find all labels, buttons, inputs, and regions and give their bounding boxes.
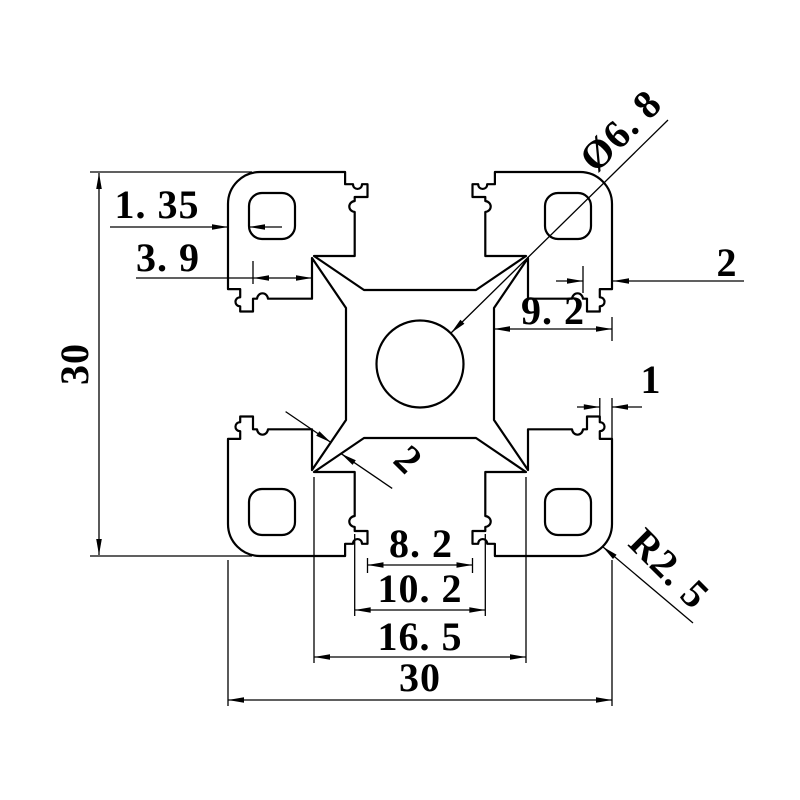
dim-label-face-step: 1 — [641, 357, 662, 402]
arrowhead-left — [612, 404, 628, 410]
leader-line — [450, 119, 669, 334]
dim-cavity-depth: 9. 2 — [494, 288, 613, 341]
extrusion-profile — [226, 170, 614, 558]
arrowhead-down — [96, 539, 102, 555]
arrowhead-left — [367, 562, 384, 568]
extension-line — [227, 560, 613, 706]
extension-line — [90, 171, 252, 557]
dim-face-step: 1 — [577, 357, 662, 441]
arrowhead-left — [249, 224, 265, 230]
dim-label-slot-opening: 8. 2 — [389, 521, 453, 566]
arrowhead-right — [212, 224, 228, 230]
arrowhead-right — [567, 278, 583, 284]
arrowhead-right — [510, 654, 526, 660]
dim-slot-mouth: 10. 2 — [354, 534, 486, 616]
dim-label-slot-side: 3. 9 — [136, 235, 200, 280]
arrowhead-left — [228, 697, 244, 703]
arrowhead-left — [354, 607, 371, 613]
dim-overall-height: 30 — [52, 171, 252, 557]
dim-label-lip-wall: 1. 35 — [115, 182, 200, 227]
dim-face-wall: 2 — [556, 240, 744, 293]
arrowhead-left — [314, 654, 330, 660]
extension-line — [252, 260, 313, 286]
dim-corner-radius: R2. 5 — [602, 519, 719, 624]
arrowhead-left — [253, 275, 269, 281]
dim-label-center-bore: Ø6. 8 — [571, 81, 671, 181]
arrowhead-right — [583, 404, 600, 410]
dim-lip-wall: 1. 35 — [110, 182, 282, 230]
leader-line — [602, 546, 694, 624]
arrowhead-left — [494, 326, 510, 332]
arrowhead-right — [469, 607, 486, 613]
arrowhead-up — [96, 173, 102, 189]
arrowhead-right — [456, 562, 473, 568]
corner-hole-bottom-right — [543, 487, 593, 537]
corner-hole-top-left — [247, 191, 297, 241]
corner-hole-bottom-left — [247, 487, 297, 537]
dim-slot-side: 3. 9 — [136, 235, 313, 286]
arrowhead-right — [596, 697, 612, 703]
arrowhead-left — [613, 278, 629, 284]
dim-slot-inner-width: 16. 5 — [313, 477, 527, 663]
dim-slot-opening: 8. 2 — [366, 521, 474, 573]
dim-label-overall-width: 30 — [399, 655, 441, 700]
arrowhead-up-left — [602, 546, 617, 559]
arrowhead-up-left — [341, 453, 356, 465]
dim-web-wall: 2 — [285, 411, 432, 489]
dim-overall-width: 30 — [227, 560, 613, 706]
dim-label-slot-inner-width: 16. 5 — [378, 614, 463, 659]
arrowhead-down-right — [316, 431, 331, 443]
arrowhead-diagonal — [451, 319, 465, 333]
extension-line — [599, 398, 613, 441]
arrowhead-right — [296, 275, 312, 281]
profile-outer-boundary — [226, 170, 614, 558]
dim-label-height: 30 — [52, 343, 97, 385]
arrowhead-right — [596, 326, 612, 332]
dim-label-face-wall: 2 — [717, 240, 738, 285]
corner-hole-top-right — [543, 191, 593, 241]
dim-label-slot-mouth: 10. 2 — [378, 566, 463, 611]
dim-label-cavity-depth: 9. 2 — [521, 288, 585, 333]
center-bore-hole — [375, 319, 465, 409]
extension-line — [354, 534, 486, 616]
extension-line — [313, 477, 527, 663]
dim-label-web-wall: 2 — [385, 436, 432, 483]
